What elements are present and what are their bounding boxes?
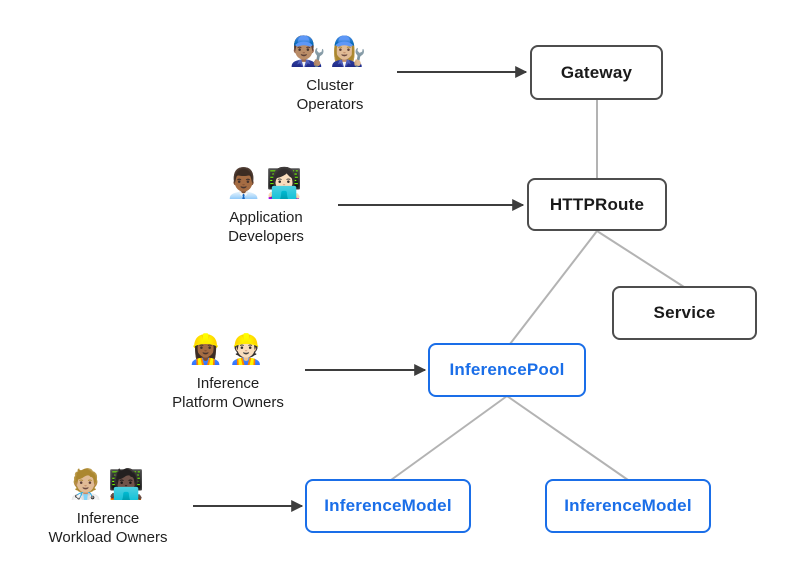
application-developers-label-line2: Developers xyxy=(228,228,304,245)
inference-workload-owners-label-line1: Inference xyxy=(76,510,140,527)
edge-inferencepool-inferencemodel-left xyxy=(390,395,508,481)
node-inferencemodel-left-label: InferenceModel xyxy=(324,496,452,515)
cluster-operators-label: Cluster Operators xyxy=(230,76,430,114)
edge-httproute-inferencepool xyxy=(509,230,598,345)
node-inferencemodel-left: InferenceModel xyxy=(305,479,471,533)
actor-cluster-operators: 👨🏽‍🔧👩🏼‍🔧 Cluster Operators xyxy=(230,34,430,114)
application-developers-label-line1: Application xyxy=(229,209,303,226)
node-httproute-label: HTTPRoute xyxy=(549,194,645,214)
actor-inference-platform-owners: 👷🏾‍♀️👷🏻 Inference Platform Owners xyxy=(128,332,328,412)
cluster-operators-label-line2: Operators xyxy=(296,96,364,113)
application-developers-label: Application Developers xyxy=(166,208,366,246)
edge-inferencepool-inferencemodel-right xyxy=(506,395,629,481)
inference-platform-owners-label-line1: Inference xyxy=(196,375,260,392)
actor-application-developers: 👨🏾‍💼👩🏻‍💻 Application Developers xyxy=(166,166,366,246)
inference-workload-owners-emoji-icon: 🧑🏼‍⚕️🧑🏿‍💻 xyxy=(67,469,149,501)
node-inferencemodel-right: InferenceModel xyxy=(545,479,711,533)
node-httproute: HTTPRoute xyxy=(527,178,667,231)
node-service: Service xyxy=(612,286,757,340)
node-inferencepool-label: InferencePool xyxy=(449,360,565,379)
cluster-operators-emoji-icon: 👨🏽‍🔧👩🏼‍🔧 xyxy=(289,36,371,68)
inference-workload-owners-label: Inference Workload Owners xyxy=(8,509,208,547)
inference-workload-owners-label-line2: Workload Owners xyxy=(48,529,168,546)
edge-httproute-service xyxy=(596,230,685,288)
node-gateway: Gateway xyxy=(530,45,663,100)
actor-inference-workload-owners: 🧑🏼‍⚕️🧑🏿‍💻 Inference Workload Owners xyxy=(8,467,208,547)
node-gateway-label: Gateway xyxy=(560,62,633,82)
application-developers-emoji-icon: 👨🏾‍💼👩🏻‍💻 xyxy=(225,168,307,200)
node-inferencemodel-right-label: InferenceModel xyxy=(564,496,692,515)
inference-platform-owners-emoji-icon: 👷🏾‍♀️👷🏻 xyxy=(187,334,269,366)
node-service-label: Service xyxy=(653,303,716,322)
inference-platform-owners-label-line2: Platform Owners xyxy=(172,394,284,411)
cluster-operators-label-line1: Cluster xyxy=(306,77,354,94)
inference-platform-owners-label: Inference Platform Owners xyxy=(128,374,328,412)
node-inferencepool: InferencePool xyxy=(428,343,586,397)
